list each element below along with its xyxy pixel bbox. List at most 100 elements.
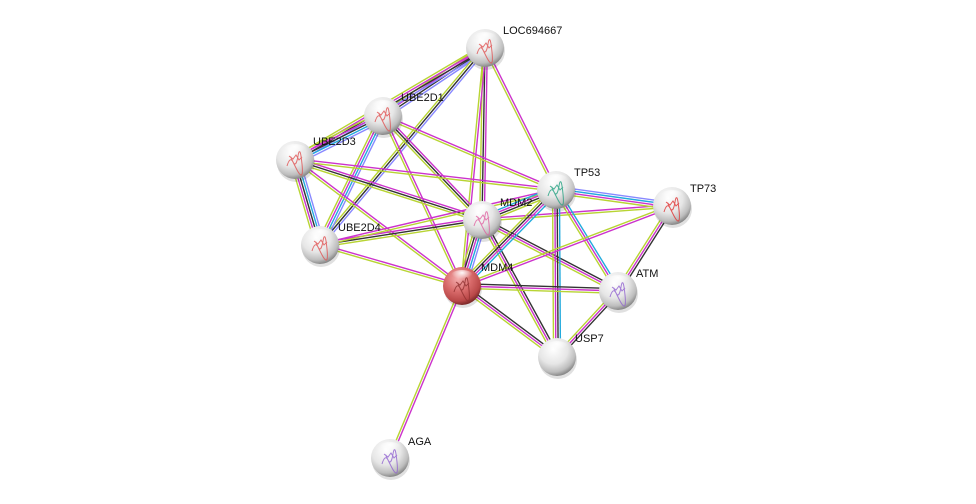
- node-highlight: [378, 442, 402, 456]
- edge-tp53-mdm4[interactable]: [459, 187, 559, 289]
- edge-evidence-experiments: [319, 188, 556, 245]
- node-mdm4[interactable]: MDM4: [443, 262, 513, 308]
- edge-evidence-textmining: [461, 287, 618, 294]
- edge-evidence-coexpression: [460, 188, 556, 286]
- edge-loc694667-tp53[interactable]: [483, 47, 558, 191]
- edge-evidence-experiments: [554, 190, 557, 358]
- edge-evidence-textmining: [553, 190, 617, 293]
- node-label: USP7: [575, 333, 604, 345]
- edge-evidence-experiments: [462, 48, 487, 287]
- node-highlight: [606, 275, 630, 289]
- edge-evidence-experiments: [295, 157, 483, 219]
- edge-evidence-textmining: [293, 160, 462, 288]
- node-label: ATM: [636, 268, 658, 280]
- edge-evidence-coexpression: [462, 283, 619, 290]
- edge-evidence-textmining: [460, 47, 485, 286]
- edge-evidence-experiments: [555, 190, 672, 208]
- node-tp73[interactable]: TP73: [653, 183, 716, 228]
- edge-evidence-experiments: [555, 189, 619, 292]
- edge-loc694667-mdm4[interactable]: [460, 47, 487, 287]
- edge-evidence-coexpression: [319, 219, 483, 246]
- edge-evidence-experiments: [481, 219, 619, 292]
- edge-evidence-homology: [556, 185, 673, 204]
- edge-evidence-textmining: [388, 285, 462, 458]
- node-highlight: [371, 100, 395, 114]
- edge-evidence-textmining: [380, 44, 484, 114]
- edge-evidence-homology: [321, 49, 488, 247]
- node-highlight: [450, 270, 474, 284]
- edge-evidence-textmining: [480, 221, 618, 294]
- node-label: AGA: [408, 436, 432, 448]
- node-label: TP73: [690, 183, 716, 195]
- edge-evidence-coexpression: [462, 283, 559, 356]
- edge-evidence-textmining: [381, 116, 462, 287]
- edge-evidence-experiments: [320, 243, 463, 286]
- node-tp53[interactable]: TP53: [537, 167, 600, 212]
- edge-tp53-tp73[interactable]: [555, 185, 673, 211]
- node-highlight: [308, 229, 332, 243]
- edge-ube2d4-tp53[interactable]: [319, 188, 557, 247]
- edge-evidence-coexpression: [481, 47, 486, 221]
- node-highlight: [473, 32, 497, 46]
- edge-ube2d3-mdm4[interactable]: [293, 158, 464, 288]
- node-usp7[interactable]: USP7: [538, 333, 604, 379]
- node-label: MDM4: [481, 262, 513, 274]
- edge-tp73-mdm4[interactable]: [461, 204, 673, 288]
- edge-evidence-textmining: [294, 161, 482, 223]
- node-highlight: [545, 341, 569, 355]
- edge-evidence-textmining: [551, 190, 555, 358]
- edge-mdm4-atm[interactable]: [461, 283, 619, 294]
- edge-loc694667-mdm2[interactable]: [479, 47, 488, 221]
- node-label: MDM2: [500, 197, 532, 209]
- node-loc694667[interactable]: LOC694667: [466, 25, 562, 70]
- edge-evidence-textmining: [555, 192, 672, 211]
- node-highlight: [283, 144, 307, 158]
- edge-mdm4-aga[interactable]: [388, 285, 464, 459]
- edge-ube2d1-tp53[interactable]: [382, 114, 557, 192]
- edge-loc694667-ube2d1[interactable]: [380, 44, 488, 120]
- edge-ube2d3-tp53[interactable]: [294, 158, 557, 192]
- edge-evidence-coexpression: [383, 48, 487, 118]
- edge-tp53-usp7[interactable]: [551, 189, 562, 358]
- edge-mdm4-usp7[interactable]: [460, 283, 559, 360]
- edge-evidence-experiments: [461, 285, 558, 358]
- edge-evidence-coexpression: [382, 115, 483, 221]
- edge-evidence-textmining: [382, 116, 556, 192]
- node-label: UBE2D1: [401, 92, 444, 104]
- edge-mdm2-tp73[interactable]: [481, 204, 673, 222]
- node-atm[interactable]: ATM: [599, 268, 658, 313]
- edge-evidence-textmining: [460, 287, 557, 360]
- edge-evidence-databases: [463, 191, 559, 289]
- edge-evidence-experiments: [390, 286, 464, 459]
- edge-evidence-databases: [558, 189, 562, 357]
- node-highlight: [470, 204, 494, 218]
- node-aga[interactable]: AGA: [371, 436, 432, 480]
- edge-evidence-coexpression: [319, 47, 486, 246]
- node-mdm2[interactable]: MDM2: [463, 197, 532, 242]
- edge-ube2d3-mdm2[interactable]: [294, 157, 483, 223]
- edge-evidence-textmining: [461, 204, 672, 286]
- edge-evidence-textmining: [479, 47, 484, 220]
- node-label: UBE2D3: [313, 136, 356, 148]
- node-ube2d3[interactable]: UBE2D3: [276, 136, 356, 182]
- node-ube2d1[interactable]: UBE2D1: [364, 92, 444, 138]
- edges-layer: [289, 44, 675, 459]
- edge-evidence-coexpression: [556, 189, 559, 357]
- edge-evidence-textmining: [320, 221, 483, 248]
- node-label: UBE2D4: [338, 222, 381, 234]
- edge-evidence-experiments: [295, 158, 557, 190]
- edge-evidence-textmining: [459, 187, 555, 285]
- edge-evidence-textmining: [317, 46, 484, 244]
- node-ube2d4[interactable]: UBE2D4: [301, 222, 381, 267]
- edge-evidence-textmining: [483, 48, 556, 191]
- node-highlight: [544, 174, 568, 188]
- edge-ube2d4-mdm2[interactable]: [319, 217, 483, 248]
- edge-evidence-coexpression: [294, 159, 483, 221]
- edge-evidence-textmining: [320, 190, 557, 247]
- edge-evidence-experiments: [461, 285, 619, 292]
- edge-loc694667-ube2d4[interactable]: [317, 46, 488, 247]
- edge-ube2d1-mdm2[interactable]: [380, 113, 485, 223]
- edge-ube2d4-mdm4[interactable]: [319, 243, 463, 288]
- node-label: LOC694667: [503, 25, 562, 37]
